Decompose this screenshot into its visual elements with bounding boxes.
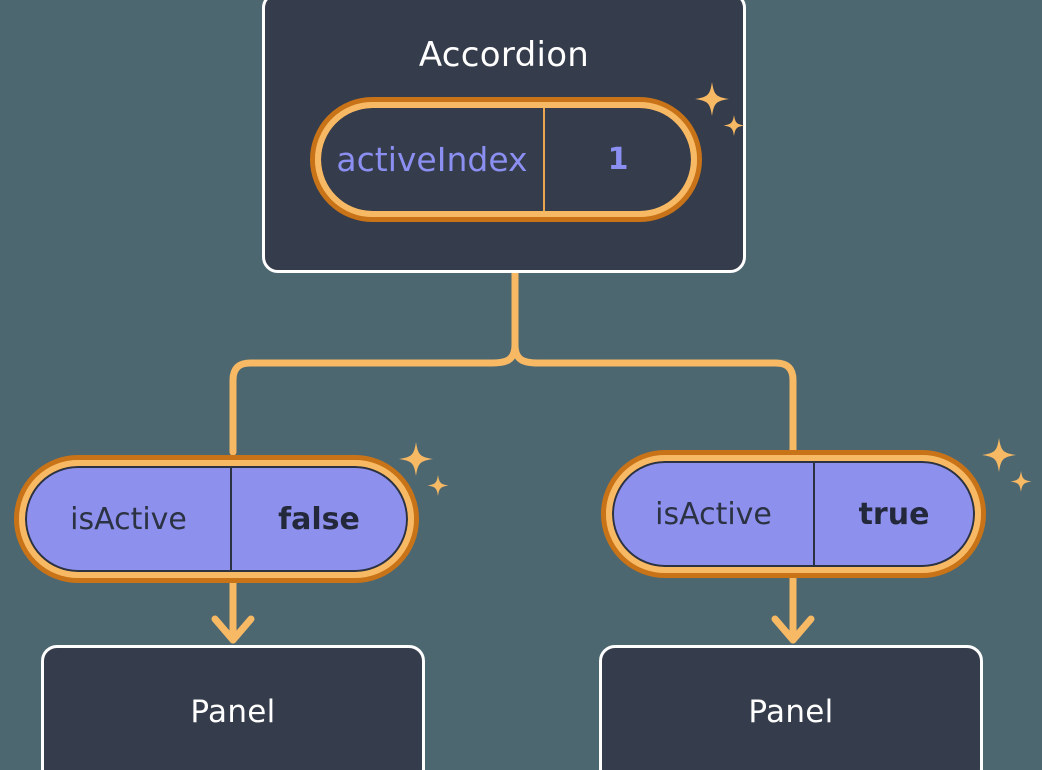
sparkle-small-icon bbox=[1010, 471, 1032, 492]
state-pill-is-active-true[interactable]: isActive true bbox=[601, 450, 986, 578]
component-card-panel-left[interactable]: Panel bbox=[41, 645, 425, 770]
component-title: Accordion bbox=[418, 35, 590, 75]
component-title: Panel bbox=[748, 693, 834, 730]
state-key-label: isActive bbox=[70, 501, 187, 537]
connector-split-left bbox=[229, 341, 519, 456]
pill-inner-ring: activeIndex 1 bbox=[315, 102, 697, 217]
pill-outer-ring: activeIndex 1 bbox=[310, 97, 702, 222]
state-key-label: activeIndex bbox=[336, 140, 528, 179]
state-value-label: false bbox=[230, 468, 406, 570]
pill-outer-ring: isActive false bbox=[14, 455, 419, 583]
pill-body: isActive true bbox=[612, 461, 975, 567]
component-card-panel-right[interactable]: Panel bbox=[599, 645, 983, 770]
state-value-label: 1 bbox=[543, 108, 691, 211]
state-key-label: isActive bbox=[655, 496, 772, 532]
state-pill-is-active-false[interactable]: isActive false bbox=[14, 455, 419, 583]
component-title: Panel bbox=[190, 693, 276, 730]
pill-outer-ring: isActive true bbox=[601, 450, 986, 578]
pill-inner-ring: isActive false bbox=[19, 460, 414, 578]
sparkle-icon bbox=[982, 438, 1016, 472]
sparkle-decoration bbox=[982, 438, 1032, 492]
state-value-label: true bbox=[813, 463, 973, 565]
pill-body: isActive false bbox=[25, 466, 408, 572]
sparkle-small-icon bbox=[427, 475, 449, 496]
arrow-down-icon bbox=[771, 615, 815, 644]
arrow-down-icon bbox=[211, 615, 255, 644]
connector-split-right bbox=[511, 341, 797, 454]
state-pill-active-index[interactable]: activeIndex 1 bbox=[310, 97, 702, 222]
pill-inner-ring: isActive true bbox=[606, 455, 981, 573]
pill-body: activeIndex 1 bbox=[321, 108, 691, 211]
